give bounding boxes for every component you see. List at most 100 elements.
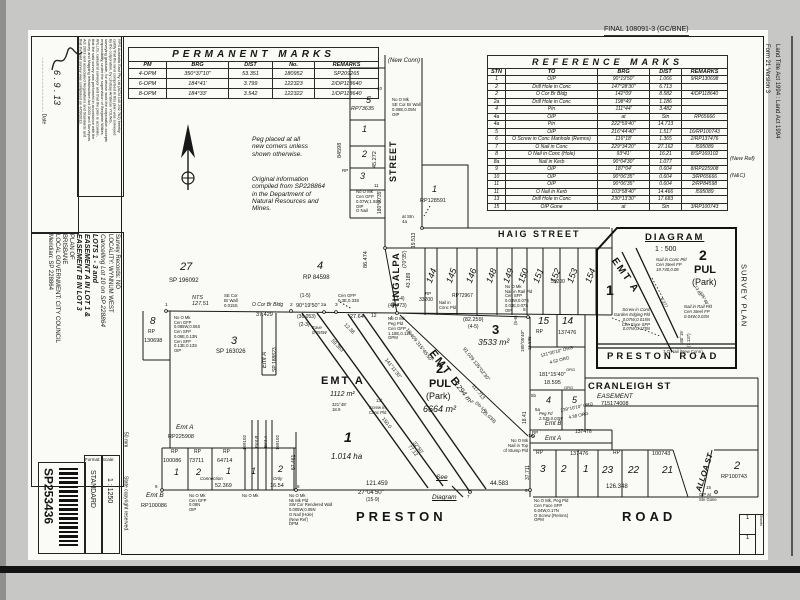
eave-note: Eave 0.055W xyxy=(312,325,327,335)
dim: 37.711 xyxy=(525,465,531,480)
only-tag: Only xyxy=(273,476,283,481)
lot-number: 1 xyxy=(174,467,180,477)
lot-number: 22 xyxy=(628,465,640,476)
lot-number: 2 xyxy=(196,467,202,477)
mark-note: No O Mk, Peg Pld Cen Face SFP 0.04W,0.17… xyxy=(534,498,569,523)
scale-box xyxy=(101,455,120,554)
lot-number: 2 xyxy=(561,464,567,475)
lot-number: 3 xyxy=(360,171,366,181)
lot-plan-ref: RP xyxy=(613,450,620,456)
span-ref: (5-6) xyxy=(513,315,518,325)
station-label: 1 xyxy=(165,303,168,308)
dim: (47.773) xyxy=(388,303,407,309)
scan-edge-bottom xyxy=(0,566,800,573)
mark-note: No O Mk Nk Mk Pld SW Cor Rendered Wall 0… xyxy=(289,493,333,527)
station-label: 5a xyxy=(535,407,541,412)
mark-note: No O Mk SE Cor Br Wall 0.08E,0.05N OIP xyxy=(392,97,421,117)
lot-plan-ref: RP xyxy=(194,449,201,455)
dim: 86.474 xyxy=(363,251,369,268)
lot-plan-ref: RP225908 xyxy=(168,434,194,440)
date-dotted-line: ....................................... … xyxy=(40,58,47,125)
station-label: 4 xyxy=(390,316,393,321)
dim: 19.513 xyxy=(411,232,417,248)
barcode-box xyxy=(38,462,86,554)
lot-number: 15 xyxy=(538,316,550,327)
certification-line: certify that the land comprised in this … xyxy=(112,39,118,136)
lot-plan-ref: RP xyxy=(342,168,349,173)
street-preston-road: ROAD xyxy=(622,509,677,524)
easement-a-ref-label: Emt A xyxy=(176,424,194,431)
lot-number: 4 xyxy=(317,260,324,272)
scan-edge-left xyxy=(0,0,6,600)
ref-annotation-new-ref: (New Ref) xyxy=(730,156,755,162)
dim: 44.583 xyxy=(490,481,509,487)
station-note: at Stn 4a xyxy=(402,214,414,225)
lot1-area: 1.014 ha xyxy=(331,452,363,461)
dim: 13° xyxy=(376,398,383,403)
format-value: STANDARD xyxy=(88,470,96,508)
station-label: 5 xyxy=(523,308,526,313)
barcode-icon xyxy=(59,468,78,546)
easement-strip-label: Emt A xyxy=(263,435,268,448)
connection-tag: Connection xyxy=(200,476,223,481)
lot-plan-ref: RP xyxy=(536,450,543,456)
lot-plan-ref: RP100743 xyxy=(721,474,747,480)
act-edge-text: Land Title Act 1994 : Land Act 1994 xyxy=(773,44,780,139)
span-ref: (3-4) xyxy=(394,296,405,302)
plan-number: SP253436 xyxy=(41,468,56,525)
mark-note: No O Mk xyxy=(242,493,259,498)
station-label: 10 xyxy=(377,86,383,91)
mark-note: No O Mk Cen GFP 0.08N OIP xyxy=(189,493,207,513)
lot2-park: (Park) xyxy=(426,391,451,401)
diagram-station-note: 7 O Nail (New Conn) xyxy=(663,349,703,354)
lot-plan-ref: RP xyxy=(536,329,543,335)
station-label: 8 xyxy=(297,484,300,489)
title-panel-column: Cancelling Lot 10 on SP 228864 xyxy=(99,234,106,327)
lot-number: 5 xyxy=(366,95,372,105)
lot3-number: 3 xyxy=(492,322,500,337)
certification-text-box xyxy=(77,36,124,197)
lot-number: 1 xyxy=(251,466,257,476)
mark-note: SE Cor Br Wall 0.015S xyxy=(224,293,238,308)
dim: 52.369 xyxy=(215,483,232,489)
station-label: 6 xyxy=(525,488,528,493)
lot-number: 8 xyxy=(150,316,156,327)
certification-line: WILLIS, cadastral surveyor and that the … xyxy=(95,39,101,137)
lot3-area: 3533 m² xyxy=(478,337,510,347)
scale-value: 1 : 1250 xyxy=(105,478,113,504)
mark-note: Nail in Conc Pld xyxy=(439,300,456,310)
lot-plan-ref: 33200 xyxy=(551,279,565,285)
lot2-area: 6664 m² xyxy=(423,404,457,414)
dim: 27.64 xyxy=(350,314,364,320)
title-panel-column: LOCALITY: WYNNUM WEST xyxy=(107,234,113,313)
station-label: 2a xyxy=(321,303,327,308)
span-ref: (4-5) xyxy=(468,324,479,330)
mark-note: Peg Fd 2.535,0.03W xyxy=(539,411,563,421)
dim: 126.348 xyxy=(606,484,628,490)
mark-note: No O Mk Nail in Top of Stump Pld xyxy=(503,438,528,453)
survey-plan-edge-text: SURVEY PLAN xyxy=(739,264,749,328)
diagram-lot1: 1 xyxy=(606,282,614,298)
easement-b-strip: Emt B xyxy=(545,421,562,427)
bearing: (70°35') xyxy=(402,250,408,268)
original-info-note: Original information compiled from SP228… xyxy=(252,176,325,213)
bearing: 181°15'40" xyxy=(539,372,566,378)
diagram-scale: 1 : 500 xyxy=(655,246,677,253)
dim: 37.429 xyxy=(256,312,273,318)
format-box xyxy=(84,455,103,554)
station-label: 7 xyxy=(467,494,470,499)
column-header: REMARKS xyxy=(681,68,728,76)
lot-number: 1 xyxy=(226,466,232,476)
final-reference: FINAL 108091-3 (GC/BNE) xyxy=(604,26,689,36)
lot-plan-ref: 130698 xyxy=(144,338,163,344)
diagram-pul: PUL xyxy=(694,264,716,276)
mark-note: Cen GFP 0.3E,0.33S xyxy=(338,293,360,303)
reference-marks-title: REFERENCE MARKS xyxy=(487,55,728,68)
